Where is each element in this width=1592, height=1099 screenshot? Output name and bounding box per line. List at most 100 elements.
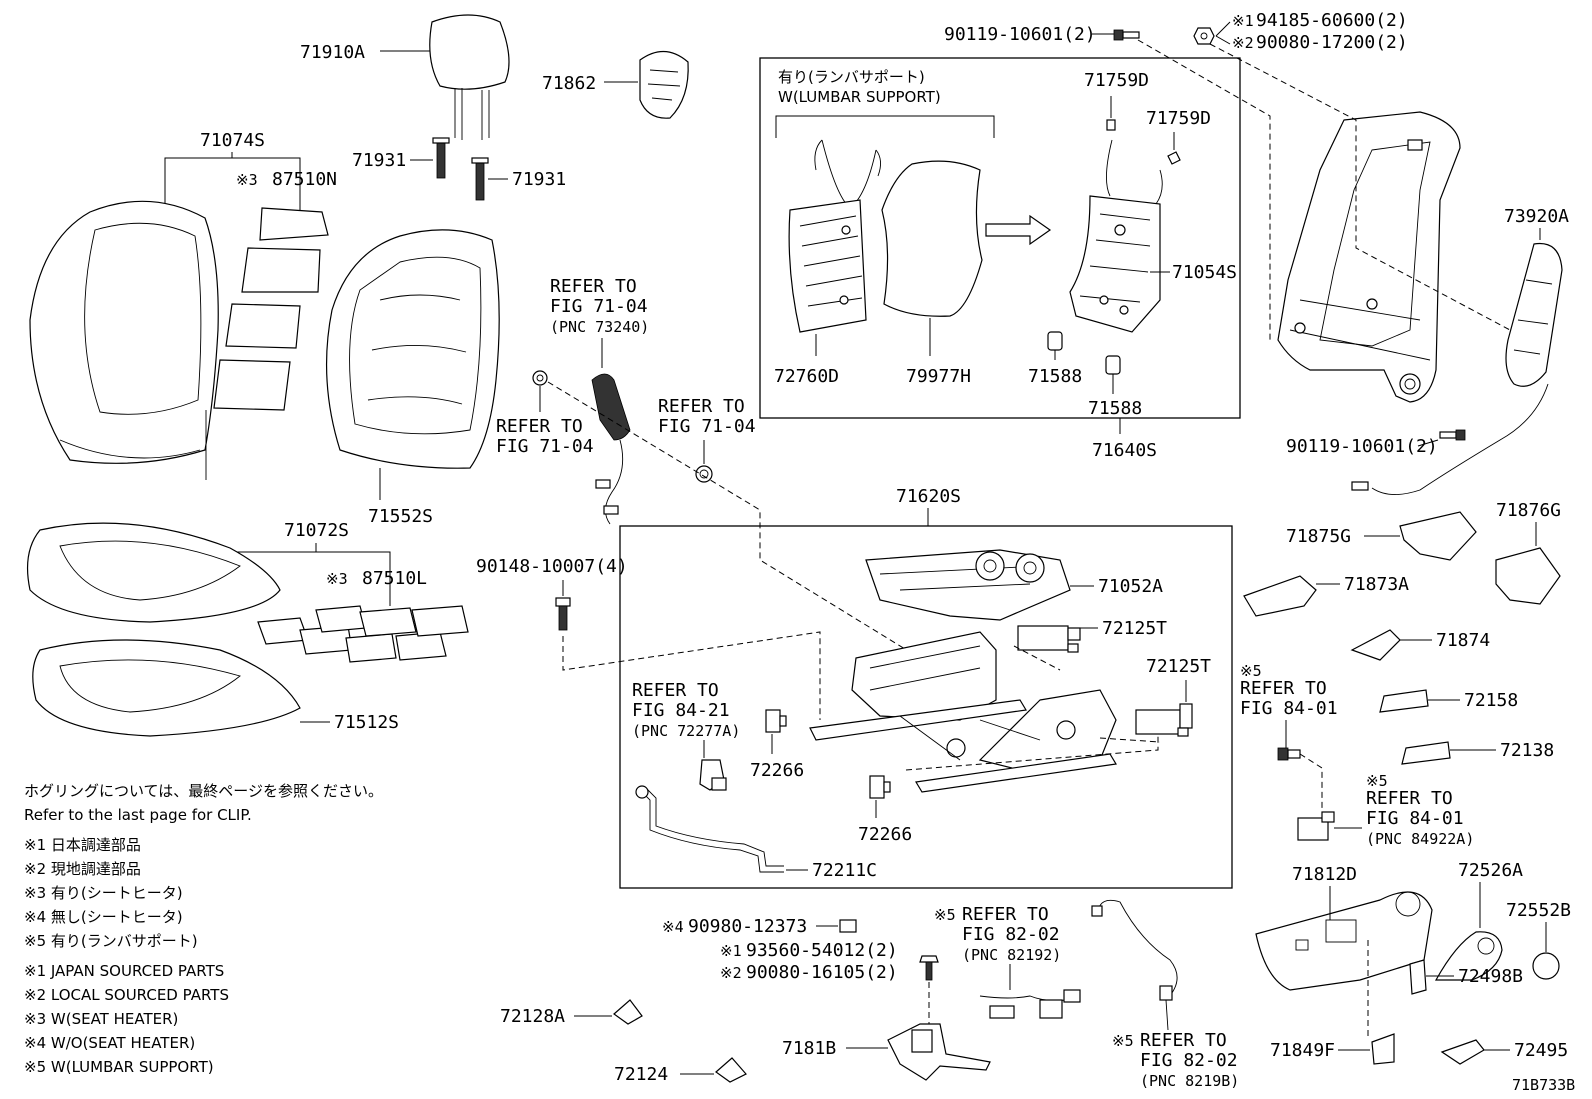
track-cover-72125T-a (1017, 625, 1081, 653)
ref4-line3: (PNC 72277A) (632, 722, 740, 740)
label-71931-b: 71931 (512, 169, 566, 190)
cap-71588-a (1047, 331, 1063, 351)
cap-71588-b (1105, 355, 1121, 375)
label-72498B: 72498B (1458, 966, 1523, 987)
ref1-line3: (PNC 73240) (550, 318, 649, 336)
wire-harness-82192 (979, 989, 1081, 1019)
clip-72266-b (869, 775, 891, 799)
bolt-90119-b (1439, 429, 1466, 441)
clip-71759D-a (1106, 119, 1116, 131)
label-72266-a: 72266 (750, 760, 804, 781)
label-71876G: 71876G (1496, 500, 1561, 521)
label-72138: 72138 (1500, 740, 1554, 761)
screw-93560 (919, 955, 939, 981)
assembly-arrow (985, 214, 1052, 246)
ref4-line1: REFER TO (632, 680, 719, 701)
rod-72211C (635, 785, 784, 873)
label-72495: 72495 (1514, 1040, 1568, 1061)
ref3-line2: FIG 71-04 (658, 416, 756, 437)
ref3-line1: REFER TO (658, 396, 745, 417)
label-72125T-a: 72125T (1102, 618, 1167, 639)
legend-line: ※3 有り(シートヒータ) (24, 884, 183, 902)
legend-line: ※3 W(SEAT HEATER) (24, 1010, 178, 1028)
mark-ref5: ※5 (1240, 662, 1262, 680)
label-71552S: 71552S (368, 506, 433, 527)
ref1-line2: FIG 71-04 (550, 296, 648, 317)
label-90080-16105: 90080-16105(2) (746, 962, 898, 983)
headrest-71910A (429, 14, 510, 140)
knob-72552B (1532, 952, 1560, 980)
label-71873A: 71873A (1344, 574, 1409, 595)
label-90119-a: 90119-10601(2) (944, 24, 1096, 45)
mark-87510L: ※3 (326, 570, 348, 588)
mark-90080-17200: ※2 (1232, 34, 1254, 52)
label-87510N: 87510N (272, 169, 337, 190)
knob-72526A (1434, 931, 1503, 981)
ref8-line2: FIG 82-02 (1140, 1050, 1238, 1071)
label-79977H: 79977H (906, 366, 971, 387)
nut-refer (532, 370, 548, 386)
bracket-refer-72277A (699, 759, 727, 791)
label-71910A: 71910A (300, 42, 365, 63)
legend-line: ※5 有り(ランバサポート) (24, 932, 198, 950)
ref7-line1: REFER TO (962, 904, 1049, 925)
label-71874: 71874 (1436, 630, 1490, 651)
bolt-refer-84-01 (1277, 747, 1301, 761)
mark-ref7: ※5 (934, 906, 956, 924)
mark-90080-16105: ※2 (720, 964, 742, 982)
mark-90980: ※4 (662, 918, 684, 936)
cover-71849F (1371, 1033, 1395, 1065)
grommet-refer (695, 465, 713, 483)
legend-line: ※2 現地調達部品 (24, 860, 141, 878)
lumbar-pad-79977H (881, 160, 983, 317)
seat-back-pad-71552S (325, 229, 500, 469)
label-71512S: 71512S (334, 712, 399, 733)
label-71875G: 71875G (1286, 526, 1351, 547)
bolt-90119-a (1113, 29, 1140, 41)
mark-ref8: ※5 (1112, 1032, 1134, 1050)
ref6-line2: FIG 84-01 (1366, 808, 1464, 829)
mark-87510N: ※3 (236, 171, 258, 189)
legend-line: ※4 W/O(SEAT HEATER) (24, 1034, 195, 1052)
trim-71875G (1399, 511, 1477, 561)
label-72124: 72124 (614, 1064, 668, 1085)
label-71054S: 71054S (1172, 262, 1237, 283)
seat-adjuster-group-box (619, 525, 1233, 889)
knob-72498B (1409, 959, 1427, 995)
mark-ref6: ※5 (1366, 772, 1388, 790)
label-71759D-b: 71759D (1146, 108, 1211, 129)
label-90980: 90980-12373 (688, 916, 807, 937)
legend-line: ※1 日本調達部品 (24, 836, 141, 854)
cover-72128A (613, 999, 643, 1025)
nut-94185 (1193, 27, 1215, 45)
label-71640S: 71640S (1092, 440, 1157, 461)
label-71849F: 71849F (1270, 1040, 1335, 1061)
wire-harness-8219B (1091, 899, 1178, 1031)
ref6-line1: REFER TO (1366, 788, 1453, 809)
ref8-line1: REFER TO (1140, 1030, 1227, 1051)
switch-refer-84922A (1297, 811, 1335, 841)
headrest-guide-cover-71862 (639, 50, 689, 119)
label-93560: 93560-54012(2) (746, 940, 898, 961)
legend-line: ※1 JAPAN SOURCED PARTS (24, 962, 224, 980)
label-73920A: 73920A (1504, 206, 1569, 227)
clip-71759D-b (1167, 151, 1181, 165)
cap-72138 (1401, 741, 1451, 765)
lumbar-wire-72760D (788, 139, 881, 333)
clip-note-en: Refer to the last page for CLIP. (24, 806, 252, 824)
lumbar-title-en: W(LUMBAR SUPPORT) (778, 88, 941, 106)
label-71588-b: 71588 (1088, 398, 1142, 419)
cover-72124 (715, 1057, 747, 1083)
legend-line: ※5 W(LUMBAR SUPPORT) (24, 1058, 214, 1076)
seatback-frame (1277, 111, 1461, 403)
lumbar-support-group-box (759, 57, 1241, 419)
seat-belt-buckle (591, 373, 631, 525)
trim-71876G (1495, 547, 1561, 605)
legend-line: ※4 無し(シートヒータ) (24, 908, 183, 926)
cover-72495 (1440, 1039, 1485, 1065)
seat-back-cover-left (29, 200, 219, 464)
bolt-90148 (555, 597, 571, 631)
label-71862: 71862 (542, 73, 596, 94)
seat-adjuster-frame (809, 631, 1117, 793)
